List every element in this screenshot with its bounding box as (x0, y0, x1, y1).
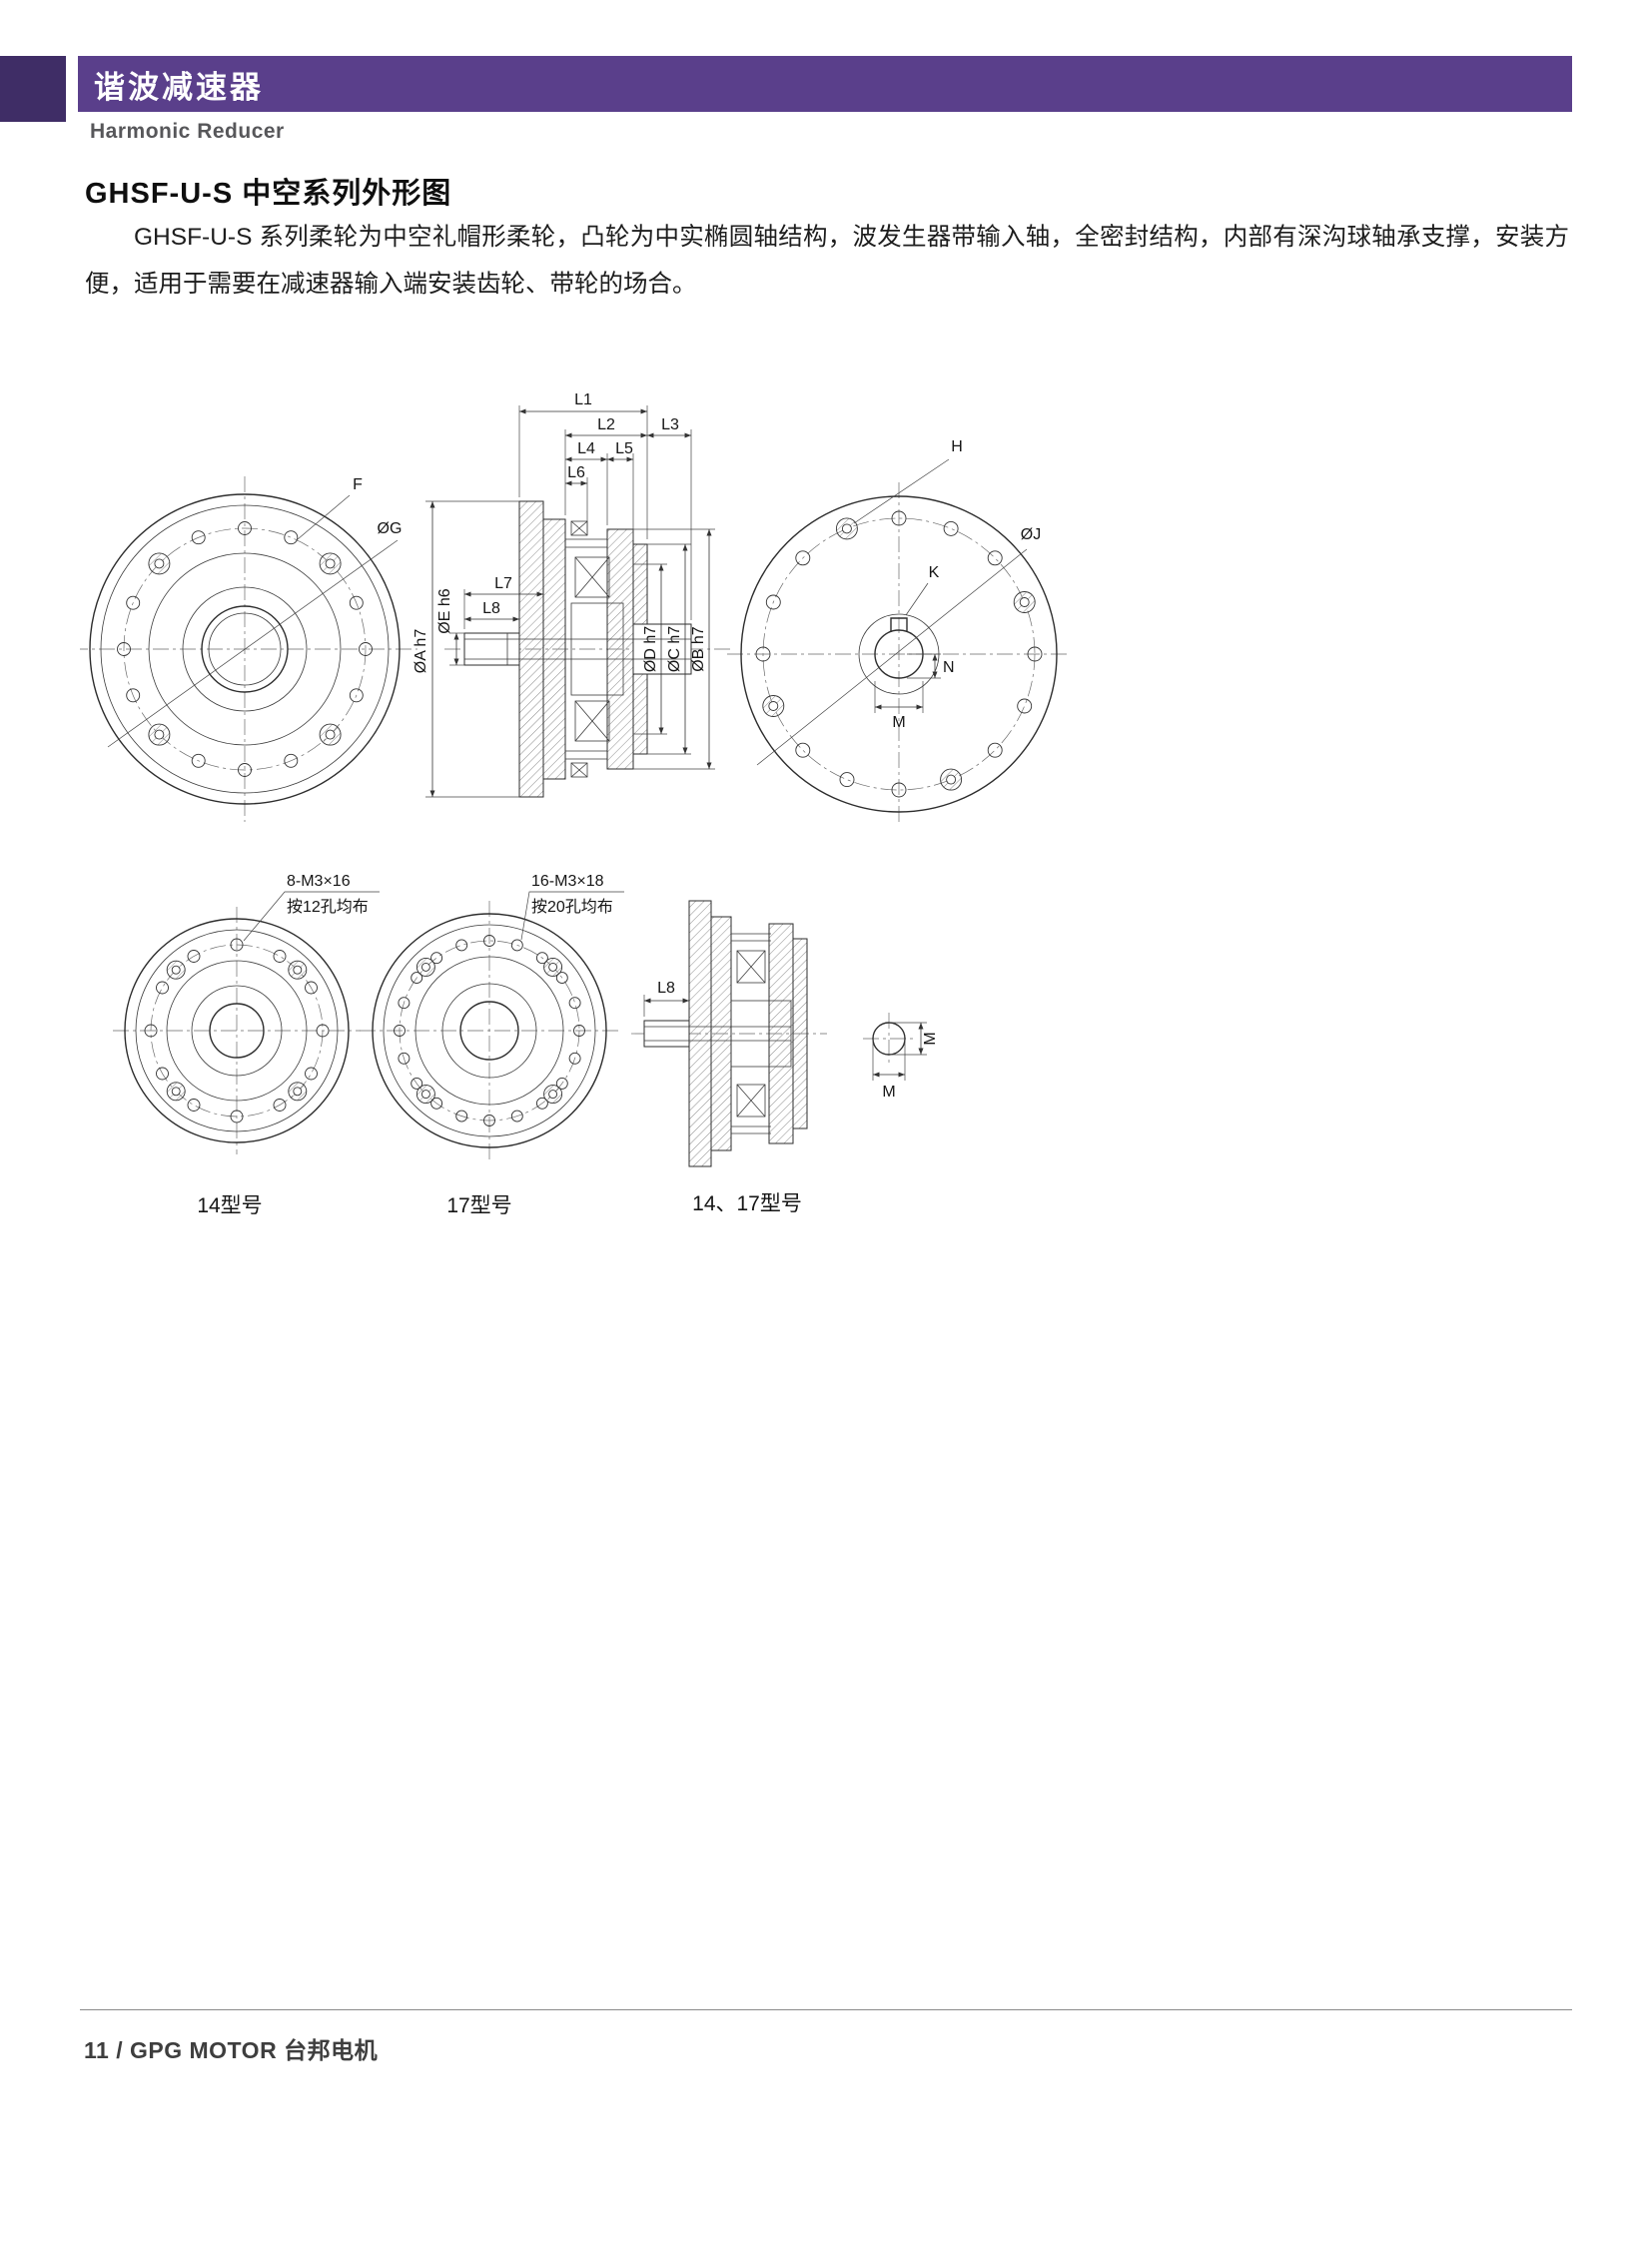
front-view-model14: 8-M3×16 按12孔均布 14型号 (113, 873, 380, 1217)
dim-dia-c: ØC h7 (666, 626, 683, 672)
caption-model17: 17型号 (446, 1194, 511, 1217)
front-view-output-flange: F ØG (80, 476, 417, 822)
page-title-en: Harmonic Reducer (90, 120, 285, 143)
label-h: H (951, 438, 963, 455)
dim-l5: L5 (615, 440, 633, 457)
bore-detail: M M (863, 1013, 939, 1101)
note14-line1: 8-M3×16 (287, 873, 351, 890)
dim-side-l8: L8 (657, 980, 675, 997)
dim-l7: L7 (494, 575, 512, 592)
label-m: M (892, 714, 905, 731)
brand-accent-square (0, 56, 66, 122)
note14-line2: 按12孔均布 (287, 898, 369, 916)
dim-dia-e: ØE h6 (436, 588, 453, 633)
dim-l2: L2 (597, 416, 615, 433)
description-paragraph: GHSF-U-S 系列柔轮为中空礼帽形柔轮，凸轮为中实椭圆轴结构，波发生器带输入… (85, 224, 1569, 298)
note17-line1: 16-M3×18 (531, 873, 604, 890)
section-view-main: L1 L2 L3 L4 L5 L6 L7 L8 ØA h7 ØE h6 ØD h… (413, 391, 731, 798)
dim-l3: L3 (661, 416, 679, 433)
label-k: K (929, 564, 940, 581)
label-n: N (943, 659, 955, 676)
side-section-model14-17: L8 14、17型号 (631, 900, 827, 1215)
label-dia-g: ØG (378, 520, 403, 537)
dim-dia-b: ØB h7 (690, 626, 707, 671)
page-header-band: 谐波减速器 (78, 56, 1572, 112)
page-title-cn: 谐波减速器 (94, 69, 264, 105)
dim-l8: L8 (482, 600, 500, 617)
section-title: GHSF-U-S 中空系列外形图 (85, 178, 452, 210)
dim-dia-a: ØA h7 (413, 629, 429, 674)
label-f: F (353, 476, 363, 493)
dim-bore-m-bottom: M (882, 1084, 895, 1101)
dim-l4: L4 (577, 440, 595, 457)
technical-drawings: F ØG (80, 391, 1071, 1217)
dim-bore-m-right: M (922, 1032, 939, 1045)
front-view-model17: 16-M3×18 按20孔均布 17型号 (360, 873, 624, 1217)
dim-l1: L1 (574, 391, 592, 408)
footer-divider (80, 2009, 1572, 2010)
caption-model14: 14型号 (197, 1194, 262, 1217)
caption-model14-17: 14、17型号 (692, 1192, 802, 1215)
dim-dia-d: ØD h7 (642, 626, 659, 672)
footer-page-info: 11 / GPG MOTOR 台邦电机 (84, 2037, 379, 2063)
label-dia-j: ØJ (1021, 526, 1041, 543)
note17-line2: 按20孔均布 (531, 898, 613, 916)
front-view-housing: H ØJ K N M (727, 438, 1071, 826)
dim-l6: L6 (567, 464, 585, 481)
